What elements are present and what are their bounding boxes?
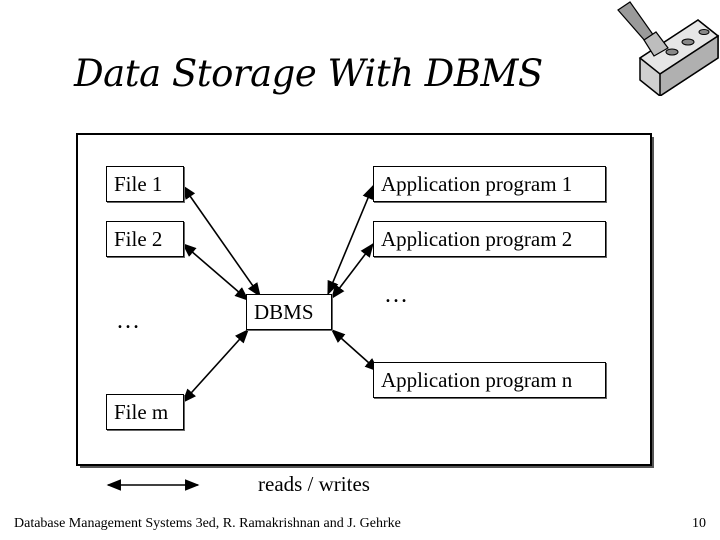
arrow-file1-dbms	[182, 184, 261, 298]
app-program-1-box: Application program 1	[373, 166, 606, 202]
footer-citation: Database Management Systems 3ed, R. Rama…	[14, 516, 401, 531]
file-2-box: File 2	[106, 221, 184, 257]
app-program-2-box: Application program 2	[373, 221, 606, 257]
slide-title: Data Storage With DBMS	[74, 52, 543, 95]
programs-ellipsis: …	[384, 282, 411, 308]
dbms-box: DBMS	[246, 294, 332, 330]
arrow-dbms-app2	[331, 242, 374, 300]
files-ellipsis: …	[116, 308, 143, 334]
arrow-filem-dbms	[182, 328, 249, 404]
legend-label: reads / writes	[258, 472, 370, 496]
arrow-dbms-app1	[327, 184, 374, 296]
brick-trowel-logo-icon	[617, 1, 720, 96]
file-m-box: File m	[106, 394, 184, 430]
file-1-box: File 1	[106, 166, 184, 202]
app-program-n-box: Application program n	[373, 362, 606, 398]
arrow-dbms-appn	[330, 329, 380, 372]
page-number: 10	[692, 516, 706, 531]
arrow-file2-dbms	[181, 243, 250, 301]
